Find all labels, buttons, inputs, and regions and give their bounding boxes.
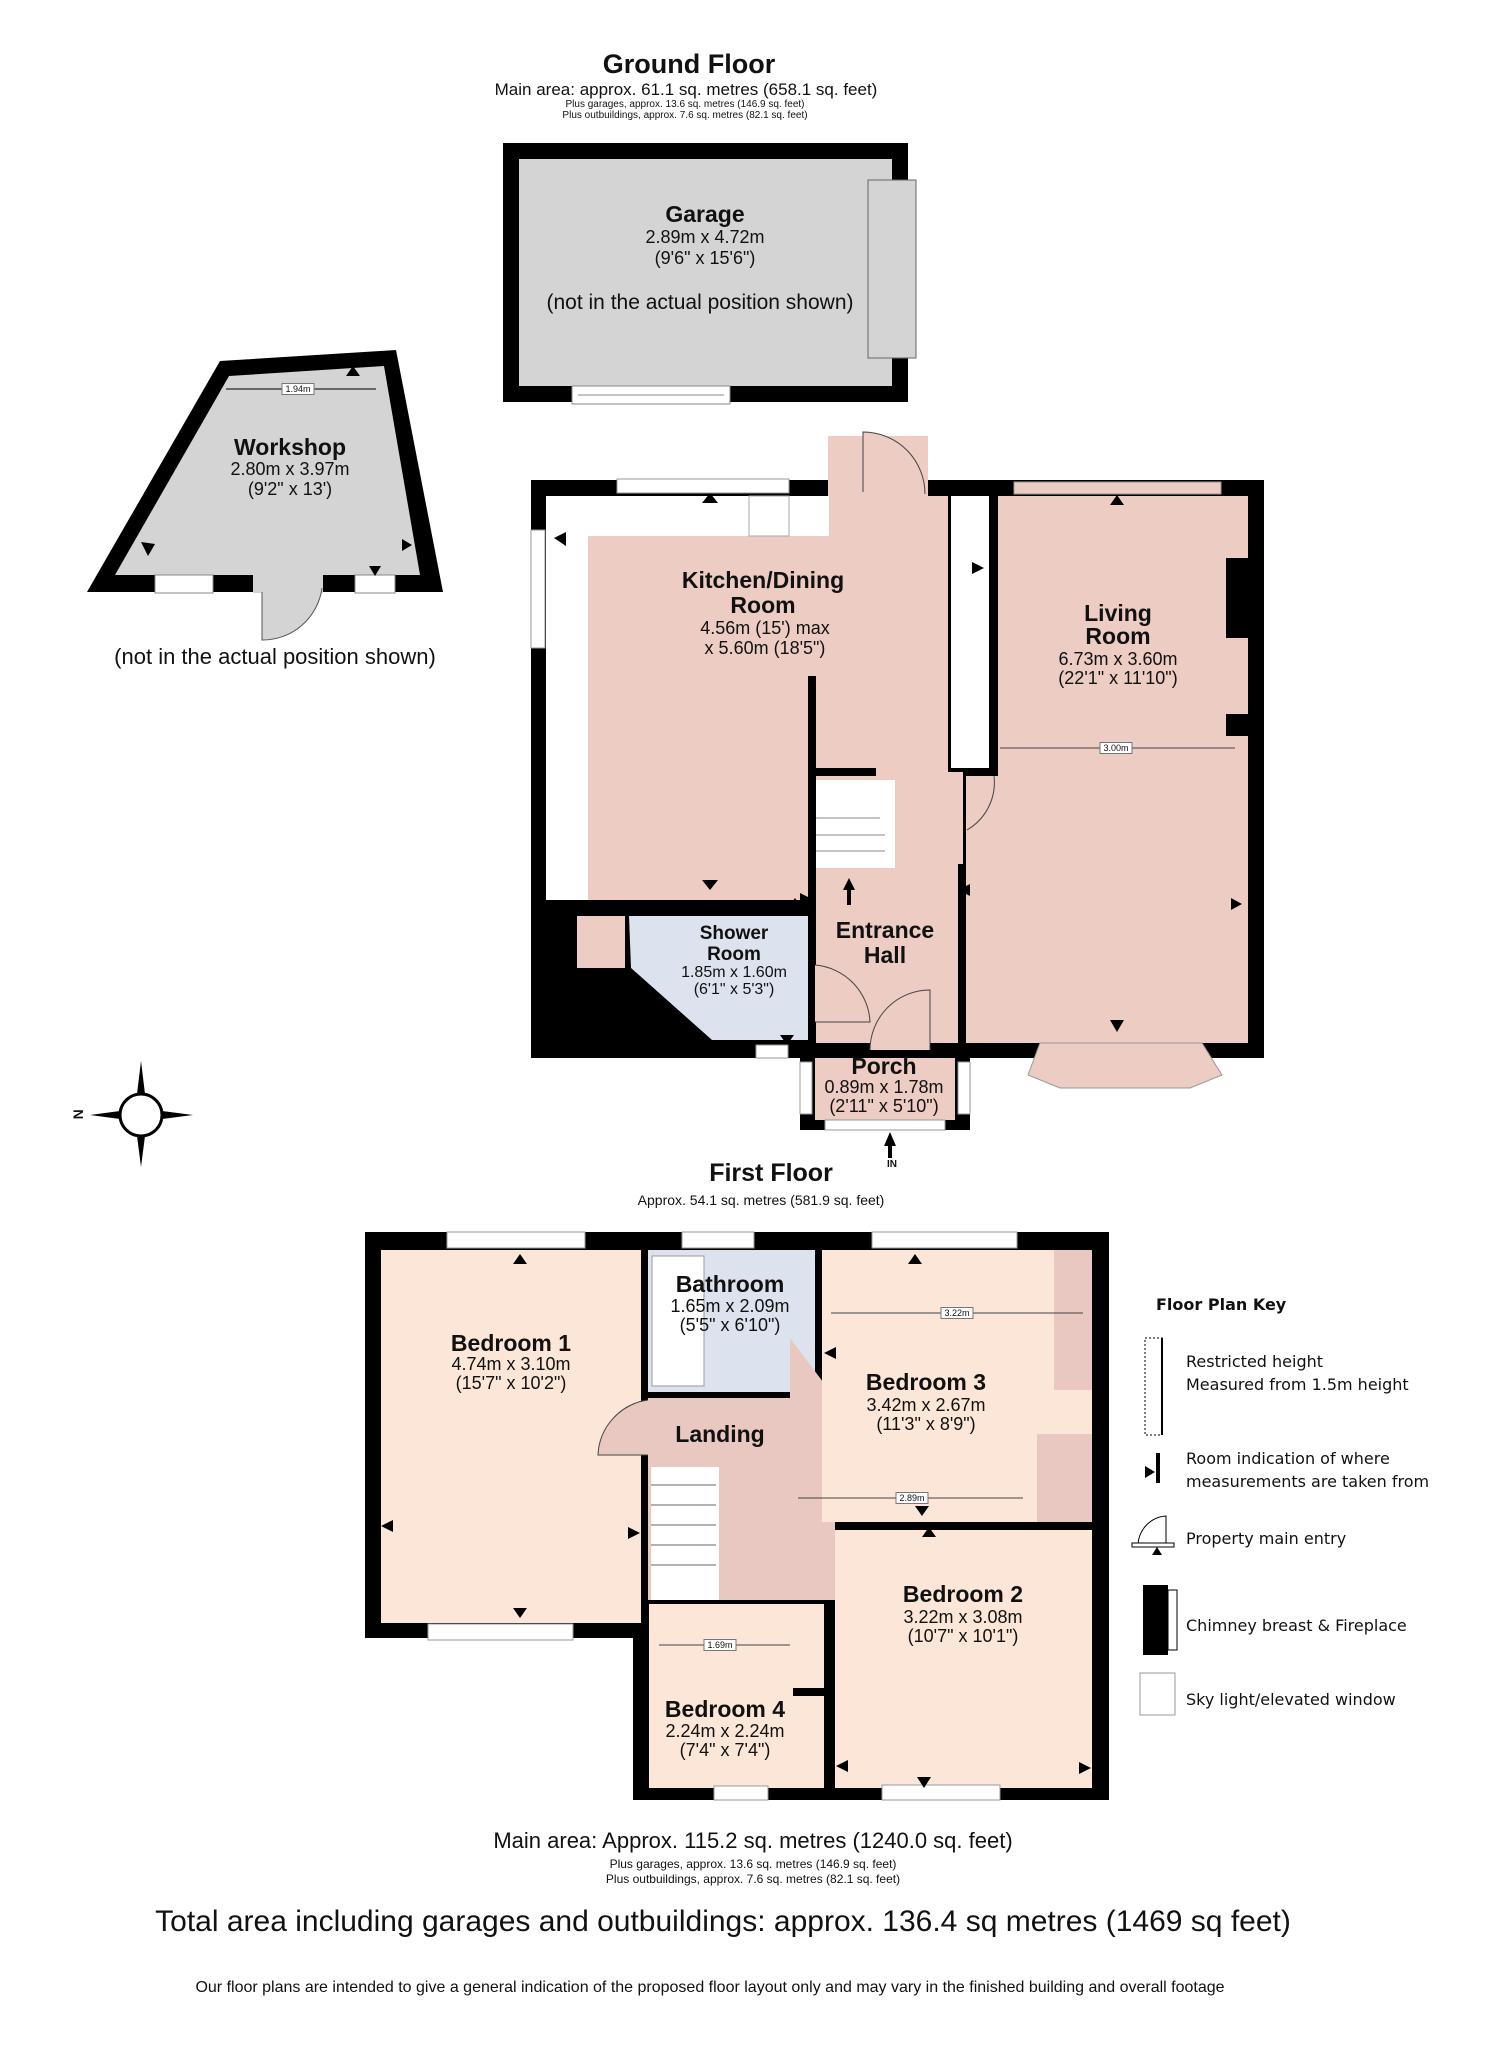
workshop-measure-tag: 1.94m: [281, 383, 315, 395]
workshop-outline: [87, 350, 443, 641]
bedroom4-metric: 2.24m x 2.24m: [665, 1721, 785, 1741]
bedroom1-metric: 4.74m x 3.10m: [451, 1354, 571, 1374]
key-item-line: Restricted height: [1186, 1352, 1324, 1371]
bedroom3-metric: 3.42m x 2.67m: [866, 1395, 986, 1415]
living-metric: 6.73m x 3.60m: [1058, 649, 1178, 669]
key-item-line: Property main entry: [1186, 1529, 1347, 1548]
workshop-imperial: (9'2" x 13'): [247, 479, 333, 499]
first-floor-area: Approx. 54.1 sq. metres (581.9 sq. feet): [637, 1192, 885, 1208]
kitchen-imperial: x 5.60m (18'5"): [704, 638, 826, 658]
bedroom3-label: Bedroom 3: [865, 1369, 987, 1395]
landing-label: Landing: [675, 1421, 765, 1447]
bedroom4-measure-tag: 1.69m: [703, 1639, 737, 1651]
first-floor-title: First Floor: [709, 1159, 833, 1187]
shower-imperial: (6'1" x 5'3"): [693, 981, 775, 998]
ground-floor-main-area: Main area: approx. 61.1 sq. metres (658.…: [494, 80, 878, 99]
disclaimer: Our floor plans are intended to give a g…: [195, 1979, 1225, 1996]
summary-total-area: Total area including garages and outbuil…: [155, 1905, 1291, 1938]
compass-icon: [90, 1061, 193, 1167]
bedroom1-imperial: (15'7" x 10'2"): [455, 1373, 567, 1393]
key-skylight: Sky light/elevated window: [1186, 1688, 1396, 1711]
bedroom3-measure-top-tag: 3.22m: [940, 1307, 974, 1319]
bathroom-metric: 1.65m x 2.09m: [670, 1296, 790, 1316]
bedroom3-measure-bottom-tag: 2.89m: [895, 1492, 929, 1504]
bedroom2-imperial: (10'7" x 10'1"): [907, 1626, 1019, 1646]
summary-main-area: Main area: Approx. 115.2 sq. metres (124…: [493, 1828, 1013, 1853]
bedroom2-label: Bedroom 2: [902, 1581, 1024, 1607]
entrance-hall-label-line1: Entrance: [835, 917, 935, 943]
garage-outline: [503, 143, 917, 405]
porch-metric: 0.89m x 1.78m: [824, 1077, 944, 1097]
bathroom-label: Bathroom: [675, 1271, 785, 1297]
compass-north-label: N: [70, 1109, 87, 1120]
kitchen-label-line2: Room: [730, 592, 796, 618]
shower-label-line1: Shower: [699, 923, 769, 944]
living-imperial: (22'1" x 11'10"): [1058, 668, 1178, 688]
key-chimney: Chimney breast & Fireplace: [1186, 1614, 1407, 1637]
garage-position-note: (not in the actual position shown): [546, 291, 854, 314]
garage-metric: 2.89m x 4.72m: [645, 227, 765, 247]
shower-label-line2: Room: [707, 944, 761, 965]
entry-in-label: IN: [887, 1159, 897, 1170]
ground-floor-garages-area: Plus garages, approx. 13.6 sq. metres (1…: [565, 99, 805, 110]
kitchen-label-line1: Kitchen/Dining: [681, 567, 845, 593]
garage-imperial: (9'6" x 15'6"): [654, 248, 756, 268]
porch-label: Porch: [851, 1053, 917, 1079]
bedroom2-metric: 3.22m x 3.08m: [903, 1607, 1023, 1627]
bedroom4-label: Bedroom 4: [664, 1696, 786, 1722]
key-icons: [1131, 1337, 1178, 1716]
entrance-hall-label-line2: Hall: [863, 942, 907, 968]
key-item-line: Sky light/elevated window: [1186, 1690, 1396, 1709]
key-item-line: measurements are taken from: [1186, 1472, 1430, 1492]
key-main-entry: Property main entry: [1186, 1527, 1346, 1550]
floor-plan-key-title: Floor Plan Key: [1156, 1295, 1287, 1314]
kitchen-metric: 4.56m (15') max: [700, 618, 830, 638]
garage-label: Garage: [665, 201, 745, 227]
porch-imperial: (2'11" x 5'10"): [829, 1096, 939, 1116]
bedroom3-imperial: (11'3" x 8'9"): [876, 1414, 976, 1434]
summary-outbuildings: Plus outbuildings, approx. 7.6 sq. metre…: [605, 1872, 901, 1886]
key-measurement-indicator: Room indication of where measurements ar…: [1186, 1447, 1429, 1493]
key-item-line: Chimney breast & Fireplace: [1186, 1616, 1407, 1635]
bathroom-imperial: (5'5" x 6'10"): [679, 1315, 781, 1335]
ground-floor-title: Ground Floor: [602, 49, 776, 79]
workshop-label: Workshop: [233, 434, 347, 460]
shower-metric: 1.85m x 1.60m: [681, 964, 787, 981]
bedroom1-label: Bedroom 1: [450, 1330, 572, 1356]
workshop-position-note: (not in the actual position shown): [114, 644, 436, 669]
ground-floor-outbuildings-area: Plus outbuildings, approx. 7.6 sq. metre…: [562, 110, 808, 121]
summary-garages: Plus garages, approx. 13.6 sq. metres (1…: [609, 1857, 897, 1871]
key-item-line: Room indication of where: [1186, 1449, 1390, 1468]
key-item-line: Measured from 1.5m height: [1186, 1375, 1409, 1395]
key-restricted-height: Restricted height Measured from 1.5m hei…: [1186, 1350, 1409, 1396]
living-label-line2: Room: [1085, 623, 1151, 649]
workshop-metric: 2.80m x 3.97m: [230, 459, 350, 479]
first-floor-outline: [365, 1231, 1109, 1808]
living-label-line1: Living: [1084, 600, 1152, 626]
bedroom4-imperial: (7'4" x 7'4"): [679, 1740, 771, 1760]
ground-floor-outline: [530, 431, 1264, 1158]
living-measure-tag: 3.00m: [1099, 742, 1133, 754]
